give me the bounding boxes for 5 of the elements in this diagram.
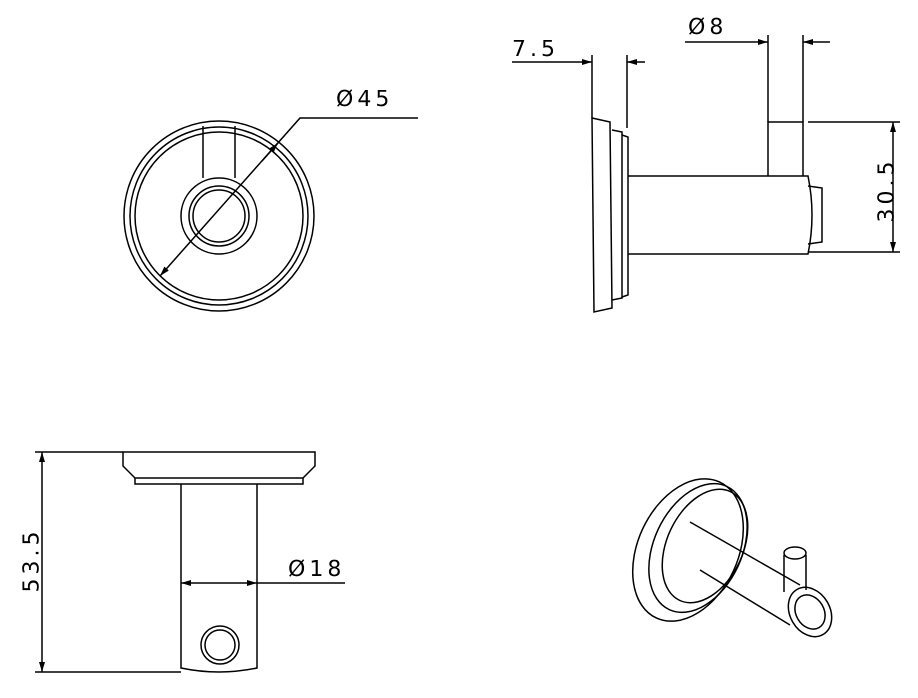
dimension-label: 53.5 (20, 528, 44, 592)
dimension-label: Ø18 (288, 558, 346, 582)
dimension-label: Ø8 (688, 16, 728, 40)
dimension-label: Ø45 (336, 88, 394, 112)
dimension-label: 7.5 (512, 38, 559, 62)
